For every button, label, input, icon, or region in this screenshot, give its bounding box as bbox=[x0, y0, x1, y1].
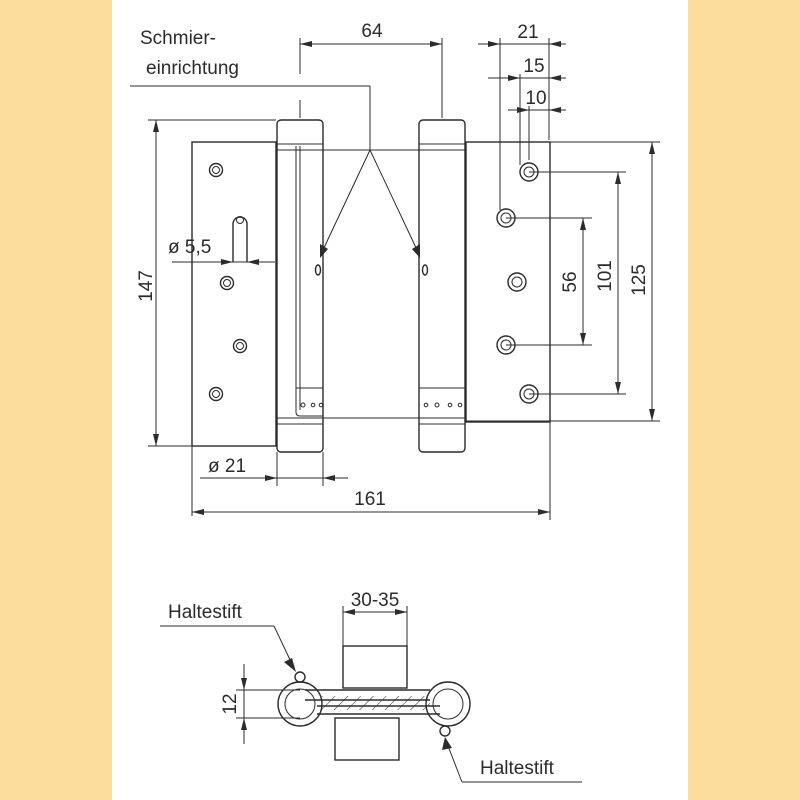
hinge-front-view bbox=[191, 119, 551, 516]
label-retaining-pin-bottom: Haltestift bbox=[480, 758, 555, 779]
drawing-sheet bbox=[112, 0, 688, 800]
right-leaf-plate bbox=[465, 141, 551, 423]
right-barrel bbox=[418, 119, 466, 453]
dim-10: 10 bbox=[525, 88, 546, 109]
label-lubrication-line2: einrichtung bbox=[146, 58, 239, 79]
dim-15: 15 bbox=[523, 56, 544, 77]
lubrication-hole-right bbox=[421, 264, 429, 276]
dim-gap: 12 bbox=[220, 693, 241, 714]
dim-64: 64 bbox=[361, 21, 383, 42]
lubrication-hole-left bbox=[314, 264, 322, 276]
dim-161: 161 bbox=[354, 489, 386, 510]
dim-101: 101 bbox=[595, 260, 616, 292]
section-barrel-right bbox=[425, 681, 471, 727]
hinge-section-view: 30-35 12 Haltestift Haltestift bbox=[160, 590, 582, 783]
left-barrel bbox=[276, 119, 324, 453]
dim-barrel-diameter: ø 21 bbox=[208, 456, 246, 477]
dim-door-thickness: 30-35 bbox=[351, 590, 400, 611]
dim-hole-diameter: ø 5,5 bbox=[168, 237, 211, 258]
left-leaf-screw-holes bbox=[208, 162, 248, 402]
door-section-bottom bbox=[334, 717, 400, 761]
label-lubrication-line1: Schmier- bbox=[140, 28, 216, 49]
dim-147: 147 bbox=[136, 270, 157, 302]
door-section-top bbox=[342, 645, 408, 689]
label-retaining-pin-top: Haltestift bbox=[168, 602, 243, 623]
front-view-dimensions: 64 21 15 10 Schmier- einrichtung 147 bbox=[130, 21, 660, 520]
left-leaf-plate bbox=[191, 141, 277, 447]
right-leaf-screw-holes bbox=[496, 162, 539, 404]
dim-125: 125 bbox=[629, 264, 650, 296]
dim-56: 56 bbox=[560, 271, 581, 292]
dim-21: 21 bbox=[517, 22, 538, 43]
